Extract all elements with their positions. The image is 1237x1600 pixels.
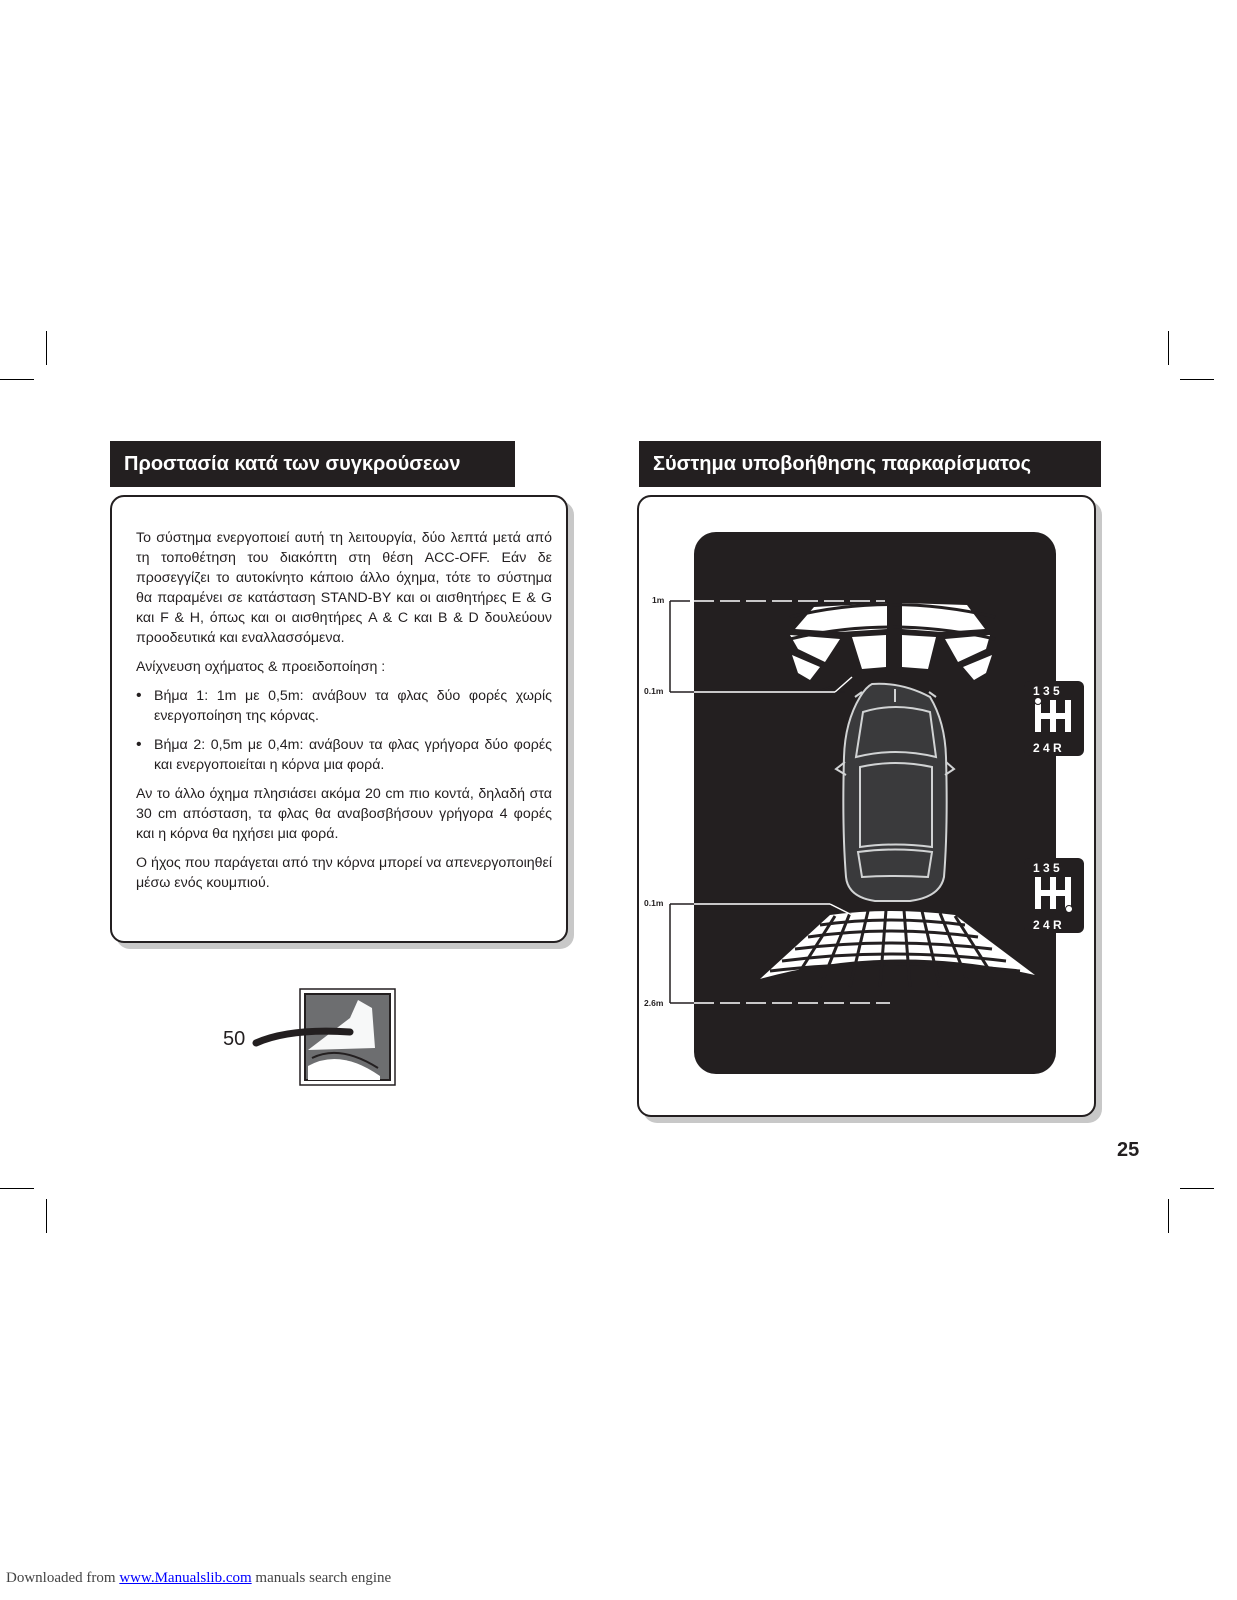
manualslib-link[interactable]: www.Manualslib.com [119, 1570, 252, 1586]
front-near-label: 0.1m [644, 686, 664, 696]
section-title-collision: Προστασία κατά των συγκρούσεων [110, 441, 515, 487]
reference-number: 50 [223, 1028, 246, 1050]
parking-diagram: 1m 0.1m 0.1m 2.6m 1 3 5 2 4 R 1 3 5 2 4 … [644, 532, 1084, 1074]
paragraph: Το σύστημα ενεργοποιεί αυτή τη λειτουργί… [136, 530, 552, 646]
crop-mark [1180, 379, 1214, 380]
crop-mark [1168, 331, 1169, 365]
crop-mark [1180, 1188, 1214, 1189]
svg-text:1 3 5: 1 3 5 [1033, 684, 1060, 698]
gear-shift-icon-reverse: 1 3 5 2 4 R [1024, 858, 1084, 933]
detection-intro: Ανίχνευση οχήματος & προειδοποίηση : [136, 659, 386, 675]
gear-shift-icon-first: 1 3 5 2 4 R [1024, 681, 1084, 756]
svg-text:2 4 R: 2 4 R [1033, 918, 1062, 932]
section-title-parking: Σύστημα υποβοήθησης παρκαρίσματος [639, 441, 1101, 487]
rear-sensor-grid [760, 909, 1035, 988]
paragraph: Αν το άλλο όχημα πλησιάσει ακόμα 20 cm π… [136, 786, 552, 842]
svg-text:2 4 R: 2 4 R [1033, 741, 1062, 755]
rear-distance-bracket [669, 903, 694, 1004]
page-number: 25 [1117, 1139, 1140, 1161]
bullet-step-2: • Βήμα 2: 0,5m με 0,4m: ανάβουν τα φλας … [136, 736, 552, 773]
crop-mark [46, 1199, 47, 1233]
front-far-label: 1m [652, 595, 665, 605]
footer: Downloaded from www.Manualslib.com manua… [6, 1570, 392, 1586]
collision-panel [110, 495, 568, 943]
car-icon [834, 682, 956, 902]
rear-far-label: 2.6m [644, 998, 664, 1008]
svg-text:1 3 5: 1 3 5 [1033, 861, 1060, 875]
paragraph: Ο ήχος που παράγεται από την κόρνα μπορε… [136, 855, 552, 891]
bullet-icon: • [136, 687, 142, 704]
collision-text: Το σύστημα ενεργοποιεί αυτή τη λειτουργί… [136, 528, 552, 902]
bullet-step-1: • Βήμα 1: 1m με 0,5m: ανάβουν τα φλας δύ… [136, 687, 552, 724]
crop-mark [46, 331, 47, 365]
crop-mark [1168, 1199, 1169, 1233]
crop-mark [0, 1188, 34, 1189]
rear-near-label: 0.1m [644, 898, 664, 908]
crop-mark [0, 379, 34, 380]
road-warning-icon [252, 988, 396, 1086]
front-fan-grid [789, 603, 996, 641]
bullet-icon: • [136, 736, 142, 753]
